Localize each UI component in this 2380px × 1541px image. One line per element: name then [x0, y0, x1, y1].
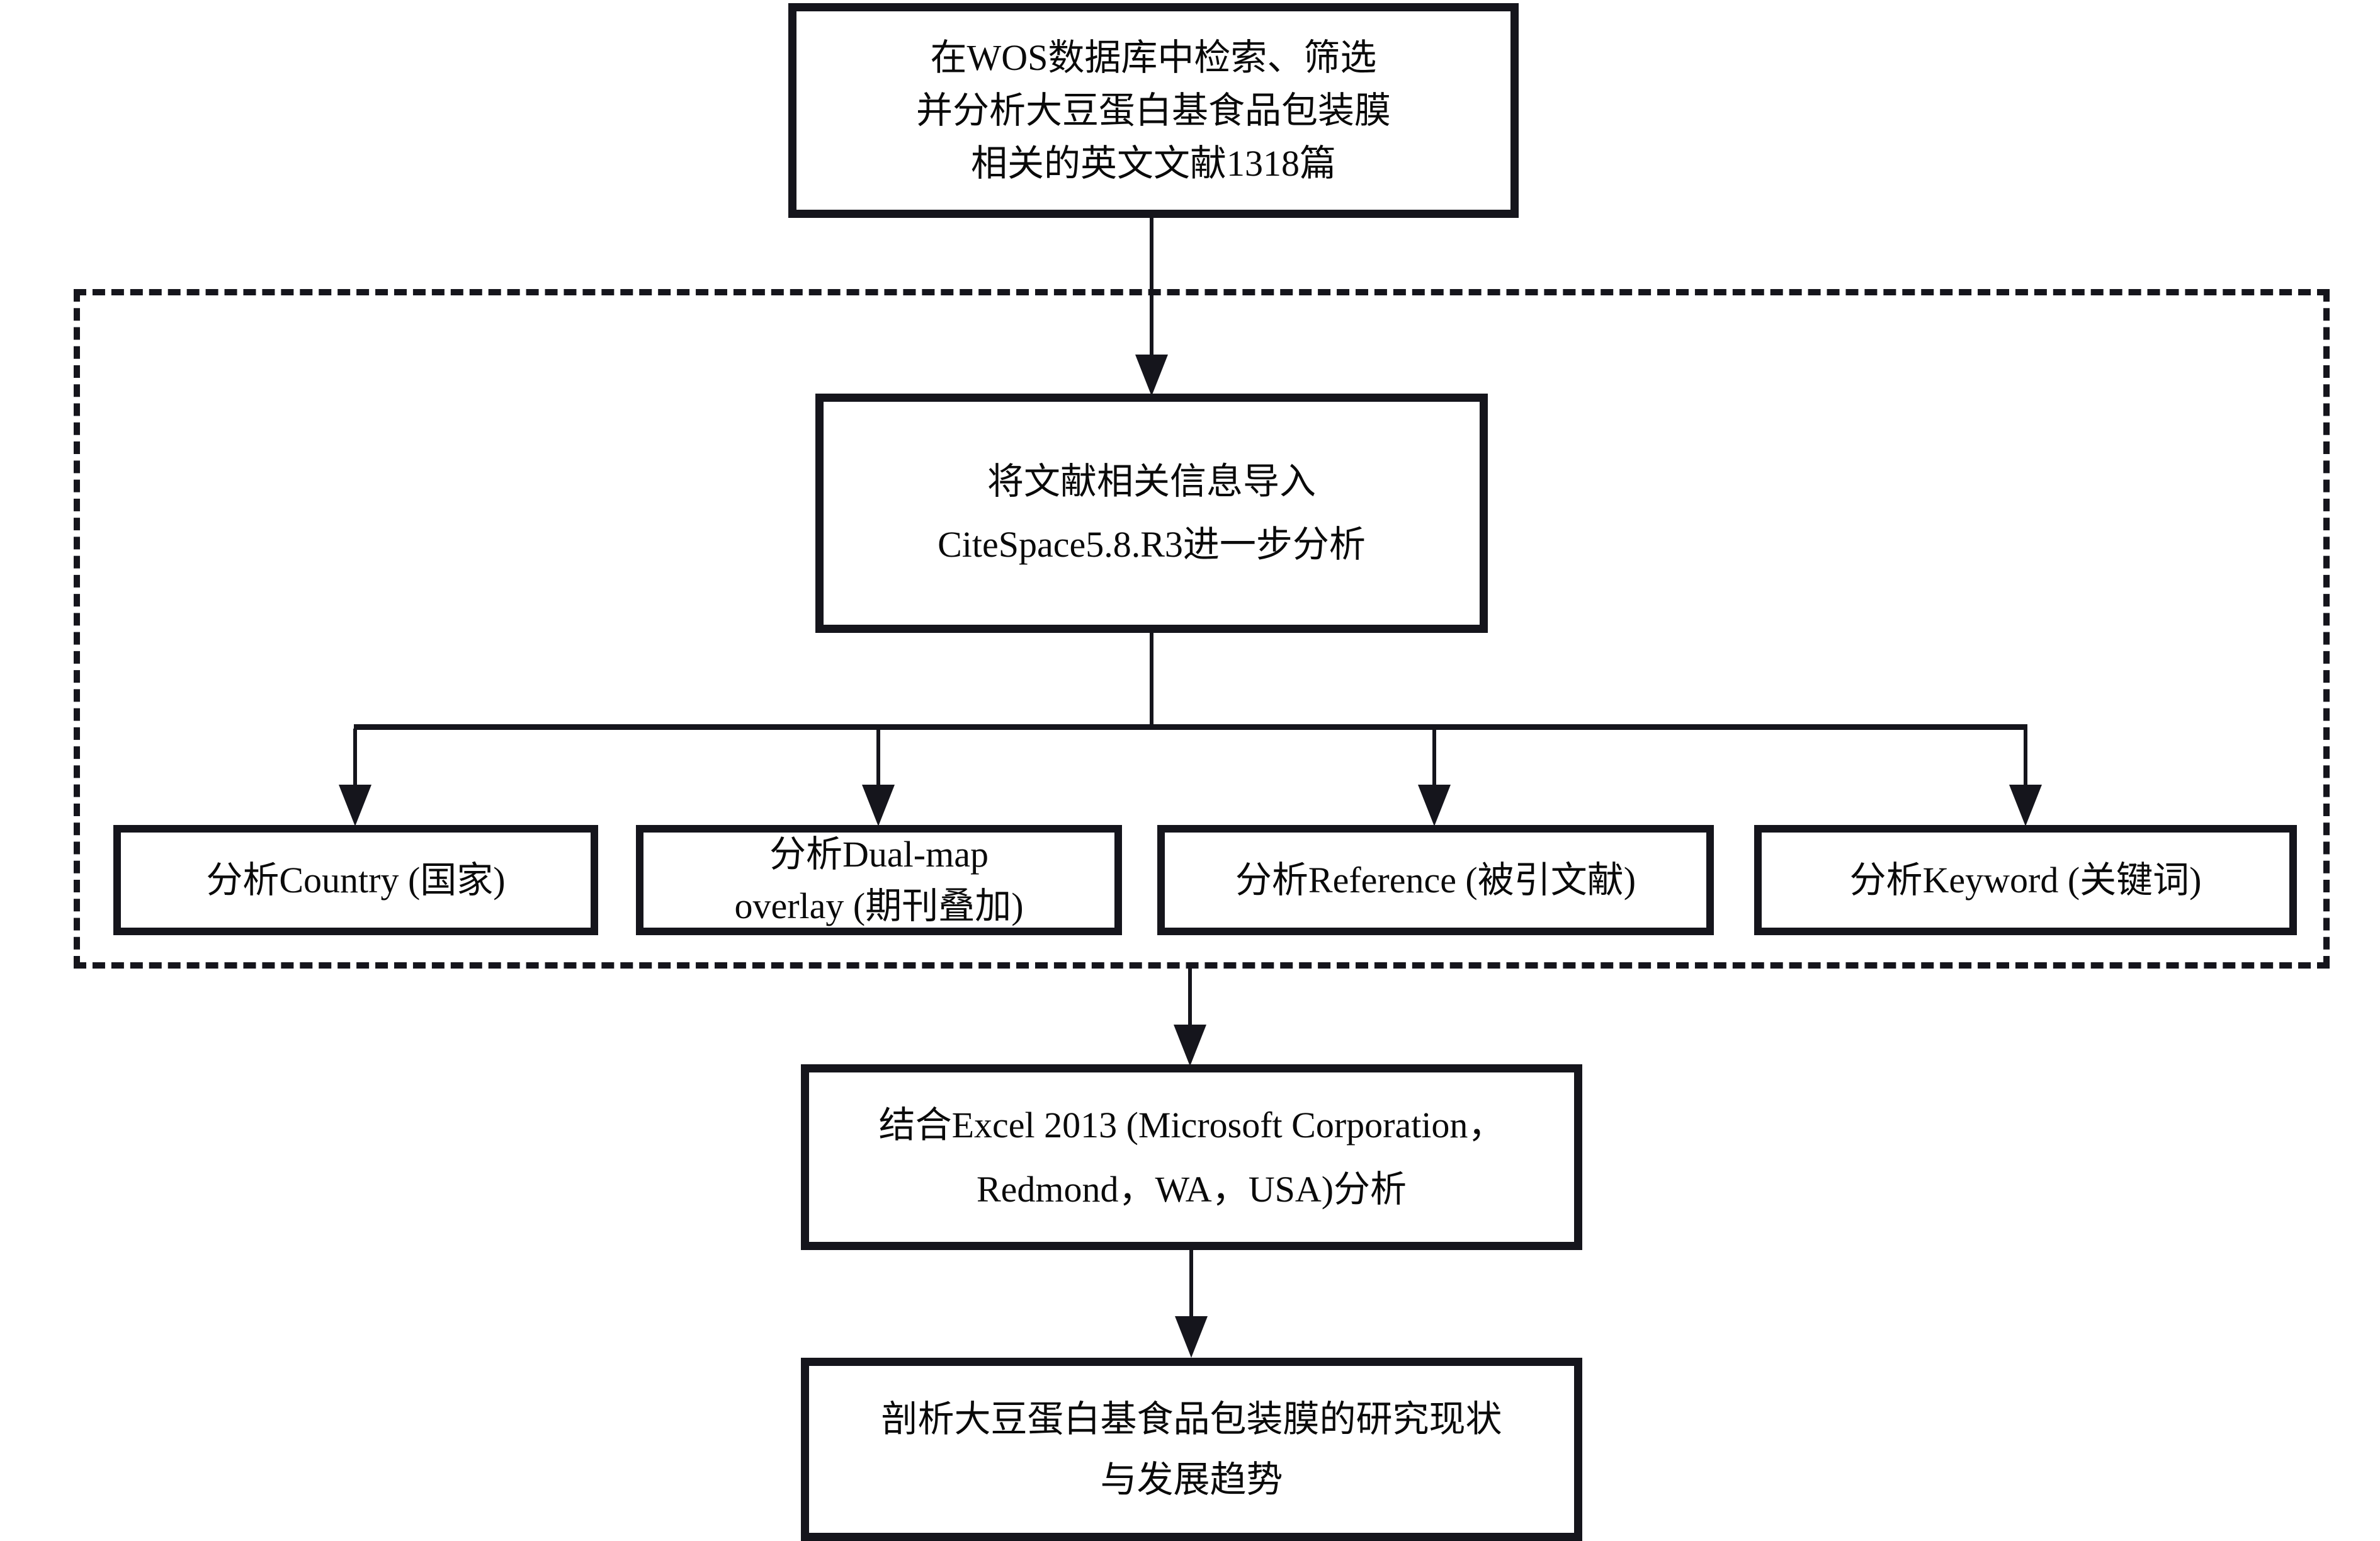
arrow-to-dualmap-line [876, 729, 880, 790]
arrow-to-reference-line [1432, 729, 1436, 790]
wos-search-text-line: 相关的英文文献1318篇 [970, 142, 1336, 184]
arrow-group-to-excel-head [1174, 1025, 1206, 1066]
excel-analysis-box: 结合Excel 2013 (Microsoft Corporation， Red… [801, 1064, 1582, 1250]
analyze-reference-text-line: 分析Reference (被引文献) [1235, 859, 1636, 901]
wos-search-text-line: 并分析大豆蛋白基食品包装膜 [915, 89, 1391, 131]
analyze-dualmap-box: 分析Dual-map overlay (期刊叠加) [636, 825, 1122, 935]
citespace-import-text-line: CiteSpace5.8.R3进一步分析 [938, 524, 1366, 565]
analyze-dualmap-text-line: overlay (期刊叠加) [734, 885, 1024, 926]
arrow-wos-to-citespace-head [1135, 355, 1168, 396]
arrow-to-country-head [339, 785, 371, 826]
citespace-import-text-line: 将文献相关信息导入 [987, 461, 1316, 502]
analyze-reference-box: 分析Reference (被引文献) [1157, 825, 1714, 935]
arrow-to-keyword-head [2009, 785, 2042, 826]
analyze-keyword-text-line: 分析Keyword (关键词) [1849, 859, 2202, 901]
citespace-import-box: 将文献相关信息导入 CiteSpace5.8.R3进一步分析 [815, 394, 1488, 633]
arrow-to-reference-head [1418, 785, 1451, 826]
conclusion-box: 剖析大豆蛋白基食品包装膜的研究现状 与发展趋势 [801, 1358, 1582, 1541]
excel-analysis-text-line: 结合Excel 2013 (Microsoft Corporation， [878, 1104, 1505, 1146]
analyze-keyword-box: 分析Keyword (关键词) [1754, 825, 2297, 935]
arrow-excel-to-conclusion-line [1189, 1250, 1193, 1319]
excel-analysis-text-line: Redmond，WA，USA)分析 [976, 1168, 1407, 1210]
analyze-dualmap-text-line: 分析Dual-map [769, 833, 989, 875]
arrow-excel-to-conclusion-head [1175, 1316, 1208, 1358]
connector-citespace-stub [1150, 633, 1153, 729]
wos-search-box: 在WOS数据库中检索、筛选 并分析大豆蛋白基食品包装膜 相关的英文文献1318篇 [788, 3, 1519, 218]
wos-search-text-line: 在WOS数据库中检索、筛选 [930, 37, 1377, 78]
arrow-to-dualmap-head [862, 785, 895, 826]
analyze-country-box: 分析Country (国家) [113, 825, 598, 935]
arrow-group-to-excel-line [1188, 969, 1192, 1032]
arrow-wos-to-citespace-line [1150, 218, 1153, 360]
connector-horizontal-rail [354, 724, 2027, 730]
arrow-to-keyword-line [2024, 729, 2027, 790]
arrow-to-country-line [353, 729, 357, 790]
conclusion-text-line: 剖析大豆蛋白基食品包装膜的研究现状 [881, 1398, 1502, 1440]
analyze-country-text-line: 分析Country (国家) [206, 859, 506, 901]
conclusion-text-line: 与发展趋势 [1100, 1459, 1283, 1500]
citespace-group-dashed-border [74, 289, 2330, 969]
